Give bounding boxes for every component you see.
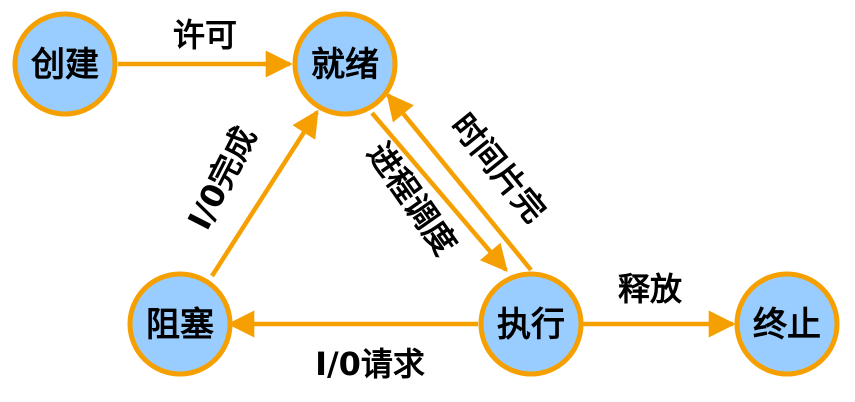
edge-running-to-ready (386, 92, 533, 272)
state-running-label: 执行 (497, 305, 565, 345)
state-ready: 就绪 (292, 11, 398, 117)
label-create-to-ready: 许可 (173, 16, 237, 54)
state-create: 创建 (12, 11, 118, 117)
state-blocked: 阻塞 (127, 271, 233, 377)
edge-blocked-to-ready (210, 109, 319, 278)
state-create-label: 创建 (30, 45, 99, 85)
label-release: 释放 (618, 270, 683, 308)
state-terminated: 终止 (734, 271, 840, 377)
edge-ready-to-running (370, 111, 508, 273)
label-io-request: I/0请求 (315, 345, 425, 383)
label-time-slice-done: 时间片完 (444, 106, 554, 229)
label-process-scheduling: 进程调度 (360, 135, 465, 262)
state-blocked-label: 阻塞 (146, 305, 214, 345)
state-terminated-label: 终止 (753, 305, 821, 345)
state-ready-label: 就绪 (311, 45, 379, 85)
state-running: 执行 (478, 271, 584, 377)
